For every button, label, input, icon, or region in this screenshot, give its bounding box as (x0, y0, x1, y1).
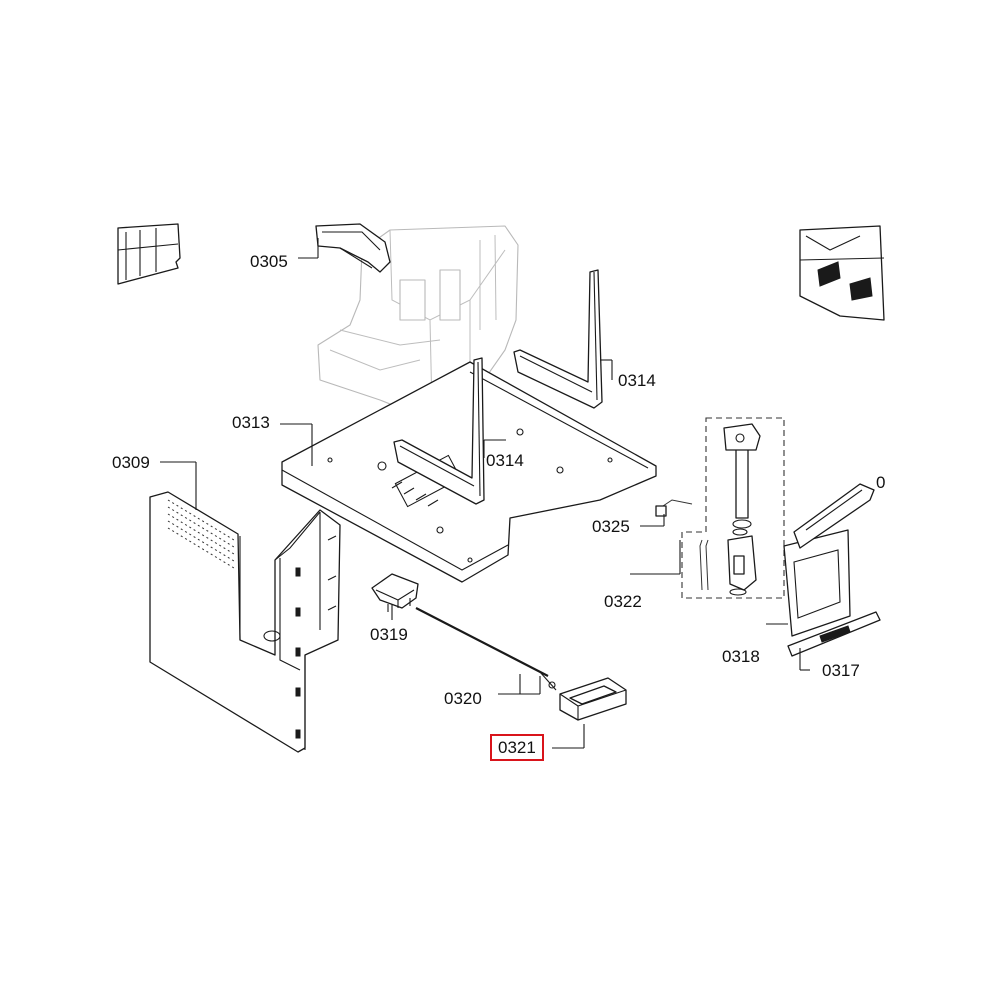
callout-0305[interactable]: 0305 (250, 252, 288, 271)
part-0320-drawing (415, 607, 557, 691)
pump-assembly-group (655, 417, 785, 599)
callout-0313[interactable]: 0313 (232, 413, 270, 432)
callout-cropped-right[interactable]: 0 (876, 473, 886, 492)
fragment-top-right (799, 225, 885, 321)
part-0305-drawing (315, 223, 391, 273)
part-0314-lower-drawing (393, 357, 485, 505)
callout-0320[interactable]: 0320 (444, 689, 482, 708)
callout-0318[interactable]: 0318 (722, 647, 760, 666)
callout-0325[interactable]: 0325 (592, 517, 630, 536)
part-0309-drawing (149, 491, 341, 753)
part-0319-drawing (371, 573, 419, 612)
part-0318-drawing (783, 483, 875, 637)
fragment-top-left (117, 223, 181, 285)
leader-lines (160, 238, 810, 749)
callout-0309[interactable]: 0309 (112, 453, 150, 472)
part-0314-upper-drawing (513, 269, 603, 409)
part-0317-drawing (787, 611, 881, 657)
part-0321-drawing (559, 677, 627, 721)
callout-0319[interactable]: 0319 (370, 625, 408, 644)
callout-0321-highlighted[interactable]: 0321 (490, 734, 544, 761)
callout-0317[interactable]: 0317 (822, 661, 860, 680)
part-0313-drawing (281, 361, 657, 583)
callout-0314-lower[interactable]: 0314 (486, 451, 524, 470)
callout-0322[interactable]: 0322 (604, 592, 642, 611)
callout-0314-upper[interactable]: 0314 (618, 371, 656, 390)
